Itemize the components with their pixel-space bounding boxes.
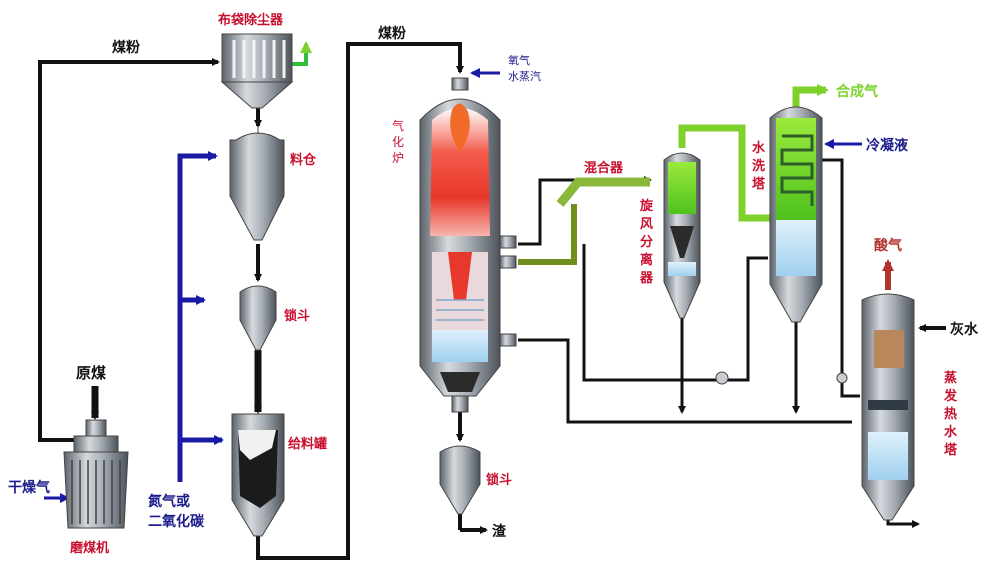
pipe-feed-tank-to-gasifier [256, 42, 464, 560]
label-steam: 水蒸汽 [508, 69, 541, 83]
label-feed-tank: 给料罐 [288, 436, 327, 452]
pipe-recycle-low [582, 244, 720, 382]
label-wash-tower-2: 洗 [752, 158, 765, 174]
label-gasifier-2: 化 [392, 135, 404, 149]
label-cyclone-4: 离 [640, 252, 653, 268]
label-cyclone-1: 旋 [639, 198, 654, 214]
label-bag-filter: 布袋除尘器 [218, 12, 284, 28]
pipe-gasifier-to-mixer [518, 204, 577, 265]
label-grey-water: 灰水 [950, 321, 979, 338]
label-storage-bin: 料仓 [290, 152, 317, 168]
label-cyclone-2: 风 [640, 217, 653, 232]
label-oxygen: 氧气 [508, 53, 530, 67]
label-lock-hopper-bottom: 锁斗 [486, 472, 512, 488]
label-gasifier-1: 气 [392, 118, 404, 133]
label-dry-gas: 干燥气 [8, 479, 50, 496]
label-evap-3: 热 [944, 406, 957, 422]
evaporator-tower-vessel [861, 293, 915, 521]
gasifier-vessel [419, 77, 517, 413]
pipe-bag-vent [290, 41, 312, 66]
label-acid-gas: 酸气 [874, 237, 902, 254]
label-wash-tower-3: 塔 [752, 176, 766, 192]
label-raw-coal: 原煤 [76, 364, 106, 382]
valve-symbol [836, 372, 848, 384]
label-nitrogen-co2-line2: 二氧化碳 [148, 513, 205, 530]
pipe-mill-to-bag-filter [38, 58, 220, 442]
label-mixer: 混合器 [584, 160, 624, 176]
labels: 煤粉 煤粉 布袋除尘器 料仓 锁斗 给料罐 原煤 干燥气 磨煤机 氮气或 二氧化… [8, 12, 979, 556]
feed-tank-vessel [231, 413, 285, 537]
pipe-mixer [556, 177, 650, 207]
label-evap-5: 塔 [944, 442, 958, 458]
label-syngas: 合成气 [836, 83, 878, 100]
label-evap-2: 发 [943, 388, 958, 404]
lock-hopper-top-vessel [239, 285, 277, 351]
pump-symbol [715, 371, 729, 385]
wash-tower-vessel [769, 106, 823, 323]
pipe-condensate-loop [818, 158, 860, 398]
pipe-tower-to-pump [720, 256, 768, 382]
lock-hopper-bottom-vessel [439, 445, 481, 515]
blue-pipes [44, 68, 862, 503]
label-cyclone-3: 分 [640, 234, 653, 250]
label-wash-tower-1: 水 [752, 140, 766, 156]
cyclone-vessel [663, 152, 701, 319]
storage-bin-vessel [229, 126, 285, 241]
label-coal-mill: 磨煤机 [70, 540, 109, 556]
label-coal-powder-right: 煤粉 [378, 25, 406, 42]
pipe-recycle [518, 176, 652, 246]
label-lock-hopper-top: 锁斗 [284, 308, 310, 324]
label-condensate: 冷凝液 [866, 137, 909, 154]
label-coal-powder-left: 煤粉 [112, 39, 140, 56]
label-evap-1: 蒸 [944, 370, 957, 386]
pipe-nitrogen-trunk [177, 151, 218, 482]
pipe-gasifier-water-loop [518, 338, 852, 424]
green-pipes [290, 41, 829, 265]
pipe-syngas-out [792, 84, 829, 108]
coal-mill-vessel [63, 419, 129, 529]
label-evap-4: 水 [944, 424, 958, 440]
bag-filter-vessel [220, 33, 294, 109]
label-nitrogen-co2-line1: 氮气或 [147, 493, 190, 510]
label-cyclone-5: 器 [639, 271, 654, 286]
label-gasifier-3: 炉 [392, 151, 404, 165]
pipe-cyclone-to-tower [678, 124, 772, 222]
label-slag: 渣 [492, 523, 507, 540]
